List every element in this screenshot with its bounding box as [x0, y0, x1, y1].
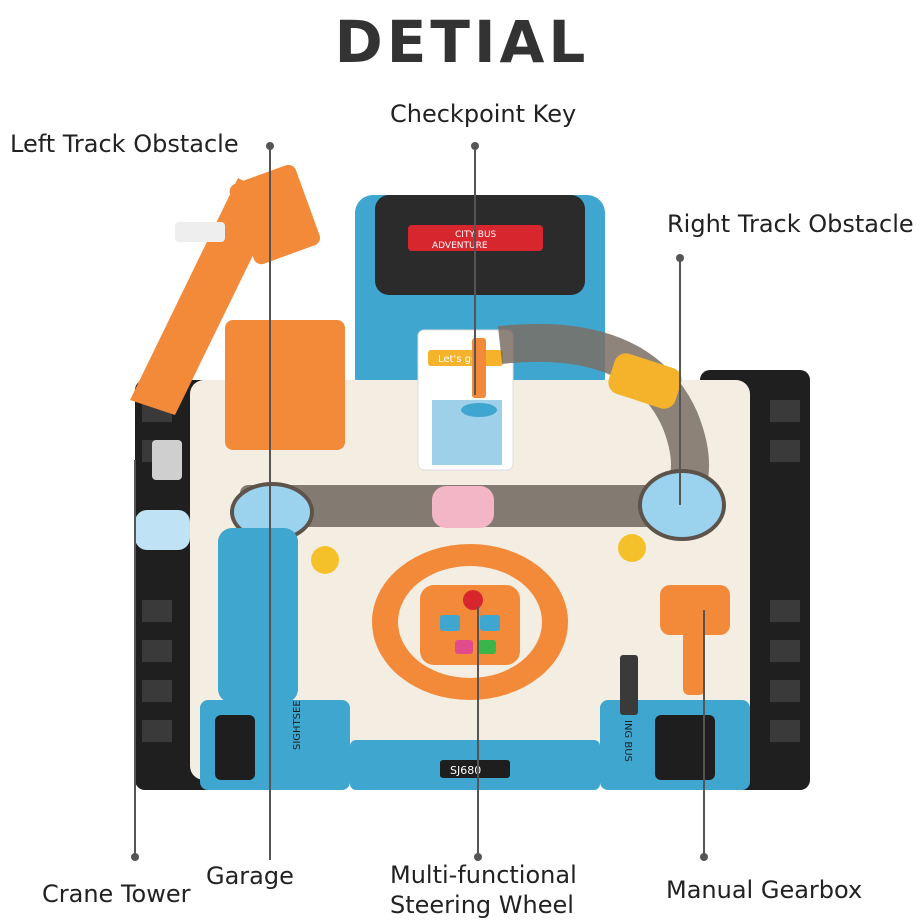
steering-wheel [372, 544, 568, 700]
crane [130, 164, 345, 480]
left-yellow-knob [311, 546, 339, 574]
bus-sign-line2: ADVENTURE [432, 241, 488, 251]
yellow-school-bus-car [608, 353, 682, 409]
police-car [135, 510, 190, 550]
lets-go-sign: Let's go [438, 354, 477, 365]
gearbox [620, 585, 730, 715]
label-manual-gearbox: Manual Gearbox [666, 876, 863, 904]
label-steering-wheel-line2: Steering Wheel [390, 891, 574, 919]
label-garage: Garage [206, 862, 294, 890]
right-yellow-knob [618, 534, 646, 562]
pink-car [432, 486, 494, 528]
label-steering-wheel-line1: Multi-functional [390, 861, 577, 889]
left-side-text: SIGHTSEE [292, 700, 303, 750]
checkpoint-tower: Let's go [417, 329, 514, 471]
leader-lines [134, 146, 705, 860]
right-side-text: ING BUS [622, 720, 633, 762]
label-steering-wheel: Multi-functional Steering Wheel [390, 860, 577, 920]
page-title: DETIAL [334, 8, 590, 76]
label-checkpoint-key: Checkpoint Key [390, 100, 577, 128]
label-right-track-obstacle: Right Track Obstacle [667, 210, 914, 238]
label-left-track-obstacle: Left Track Obstacle [10, 130, 239, 158]
leader-dots [131, 142, 708, 861]
label-crane-tower: Crane Tower [42, 880, 191, 908]
license-plate: SJ680 [450, 764, 481, 777]
right-obstacle-disc [638, 469, 726, 541]
garage-ramp [218, 528, 298, 703]
